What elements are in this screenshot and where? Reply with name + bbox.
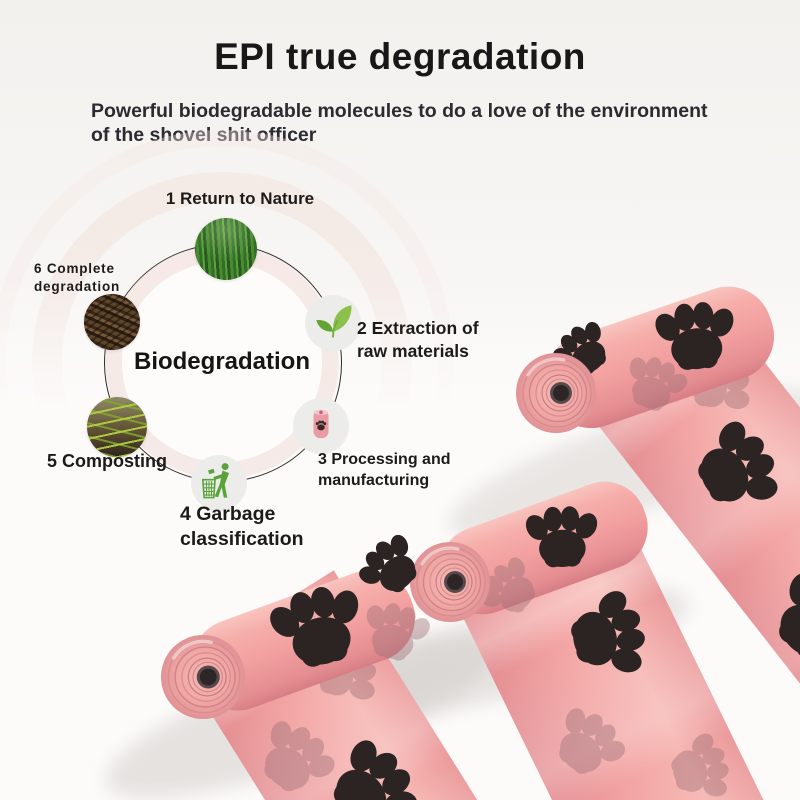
step-label-garbage-classification: 4 Garbage classification <box>180 503 304 551</box>
sprout-photo <box>87 397 147 457</box>
bag-roll-middle <box>408 481 800 800</box>
recycling-man-icon <box>198 460 240 507</box>
step-label-return-to-nature: 1 Return to Nature <box>165 189 315 208</box>
forest-photo <box>195 218 257 280</box>
step-label-complete-degradation: 6 Complete degradation <box>34 261 121 294</box>
step-label-composting: 5 Composting <box>47 451 167 471</box>
leaf-icon <box>312 300 354 347</box>
diagram-center-label: Biodegradation <box>133 348 310 375</box>
soil-photo <box>84 294 140 350</box>
node-return-to-nature <box>195 218 257 280</box>
bag-roll-icon <box>301 404 341 449</box>
cycle-center-disc: Biodegradation <box>122 262 322 462</box>
node-garbage-classification <box>191 455 247 511</box>
step-label-processing: 3 Processing and manufacturing <box>318 451 451 489</box>
step-label-extraction: 2 Extraction of raw materials <box>357 318 479 361</box>
bag-roll-right <box>514 286 800 736</box>
subtitle: Powerful biodegradable molecules to do a… <box>91 100 711 148</box>
node-extraction <box>305 295 361 351</box>
node-complete-degradation <box>84 294 140 350</box>
page-title: EPI true degradation <box>214 36 586 77</box>
subtitle-line-1: Powerful biodegradable molecules to do a… <box>91 100 708 122</box>
node-processing <box>293 398 349 454</box>
node-composting <box>87 397 147 457</box>
bag-roll-left <box>159 524 546 800</box>
subtitle-line-2: of the shovel shit officer <box>91 123 317 146</box>
